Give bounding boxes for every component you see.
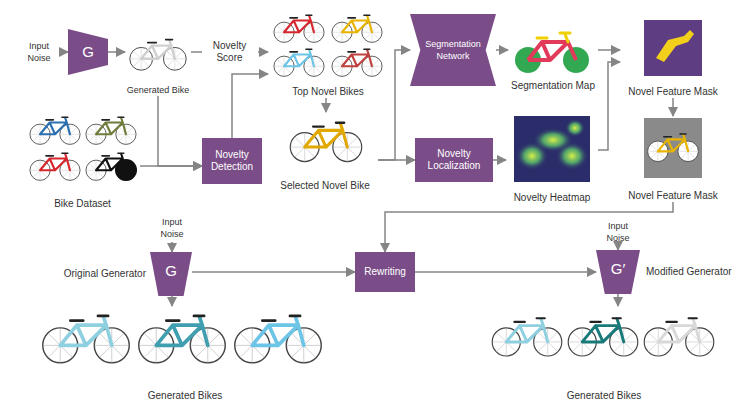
bike-image	[43, 316, 129, 363]
bike-image	[644, 318, 714, 356]
flow-arrow	[617, 294, 619, 306]
image-with-caption: Bike Dataset	[25, 110, 140, 210]
node-label: Modified Generator	[646, 266, 742, 278]
flow-arrow	[672, 98, 674, 116]
node-label: Generated Bikes	[567, 390, 642, 402]
bike-image	[86, 117, 136, 144]
node-label: Novelty Detection	[204, 149, 260, 173]
node-label: Rewriting	[364, 266, 406, 278]
flow-arrow	[171, 242, 173, 252]
disc-wheel	[115, 159, 137, 181]
bike-image	[290, 123, 361, 162]
image-with-caption: Novel Feature Mask	[620, 116, 726, 202]
flow-arrow	[171, 296, 173, 306]
node-label: Segmentation Network	[410, 38, 496, 62]
bike-image	[86, 153, 136, 180]
node-label: Novelty Localization	[417, 148, 491, 172]
flow-arrow	[378, 159, 415, 161]
node-label: G	[82, 44, 94, 60]
process-box: Novelty Detection	[202, 138, 262, 184]
flow-arrow	[140, 165, 202, 167]
generator-block: G	[68, 29, 108, 75]
node-label: G′	[611, 261, 625, 277]
bike-image	[130, 40, 186, 71]
image-with-caption: Segmentation Map	[508, 30, 598, 92]
flow-arrow	[385, 202, 673, 252]
node-label: Generated Bike	[127, 84, 190, 96]
bike-image	[332, 49, 382, 76]
bike-image	[139, 316, 225, 363]
bike-image	[30, 153, 80, 180]
image-with-caption: Generated Bike	[125, 32, 191, 96]
node-label: G	[165, 263, 177, 279]
node-label: Original Generator	[46, 268, 146, 280]
bike-image	[274, 49, 324, 76]
mask-image	[644, 20, 702, 76]
flow-arrow	[415, 271, 596, 273]
heatmap-image	[514, 116, 590, 182]
bike-image	[492, 318, 562, 356]
flow-arrow	[192, 271, 355, 273]
flow-arrow	[598, 49, 620, 51]
flow-arrow	[60, 51, 68, 53]
bike-image	[235, 316, 321, 363]
bike-image	[332, 15, 382, 42]
flow-arrow	[378, 50, 410, 160]
flow-arrow	[158, 96, 202, 166]
flow-arrow	[493, 159, 506, 161]
image-with-caption: Selected Novel Bike	[272, 112, 378, 192]
segmentation-map	[515, 33, 589, 73]
node-label: Input Noise	[18, 40, 60, 64]
image-with-caption: Generated Bikes	[486, 306, 722, 402]
node-label: Selected Novel Bike	[280, 180, 370, 192]
bike-image	[568, 318, 638, 356]
image-with-caption: Novelty Heatmap	[506, 114, 598, 204]
node-label: Input Noise	[150, 216, 194, 240]
image-with-caption: Novel Feature Mask	[620, 18, 726, 98]
generator-block: G′ Modified Generator	[596, 250, 742, 294]
flow-arrow	[496, 49, 508, 51]
bike-image	[274, 15, 324, 42]
generator-block: Original Generator G	[46, 252, 192, 296]
flow-arrow	[325, 98, 327, 112]
node-label: Segmentation Map	[511, 80, 595, 92]
node-label: Generated Bikes	[148, 390, 223, 402]
node-shape	[410, 14, 496, 86]
flow-arrow	[232, 74, 268, 138]
input-label: Input Noise	[596, 218, 640, 246]
image-with-caption: Generated Bikes	[35, 306, 335, 402]
network-block: Segmentation Network	[410, 14, 496, 86]
node-label: Novel Feature Mask	[628, 86, 717, 98]
input-label: Input Noise	[18, 37, 60, 67]
flow-arrow	[108, 51, 125, 53]
node-label: Novelty Heatmap	[514, 192, 591, 204]
mask-image	[644, 118, 702, 178]
input-label: Input Noise	[150, 214, 194, 242]
edge-label: Novelty Score	[202, 39, 258, 65]
bike-image	[30, 117, 80, 144]
flow-arrow	[617, 246, 619, 250]
process-box: Rewriting	[355, 252, 415, 292]
process-box: Novelty Localization	[415, 138, 493, 182]
node-label: Input Noise	[596, 220, 640, 244]
node-label: Top Novel Bikes	[292, 86, 364, 98]
node-label: Bike Dataset	[54, 198, 111, 210]
image-with-caption: Top Novel Bikes	[268, 8, 388, 98]
node-label: Novel Feature Mask	[628, 190, 717, 202]
flow-arrow	[598, 62, 620, 150]
